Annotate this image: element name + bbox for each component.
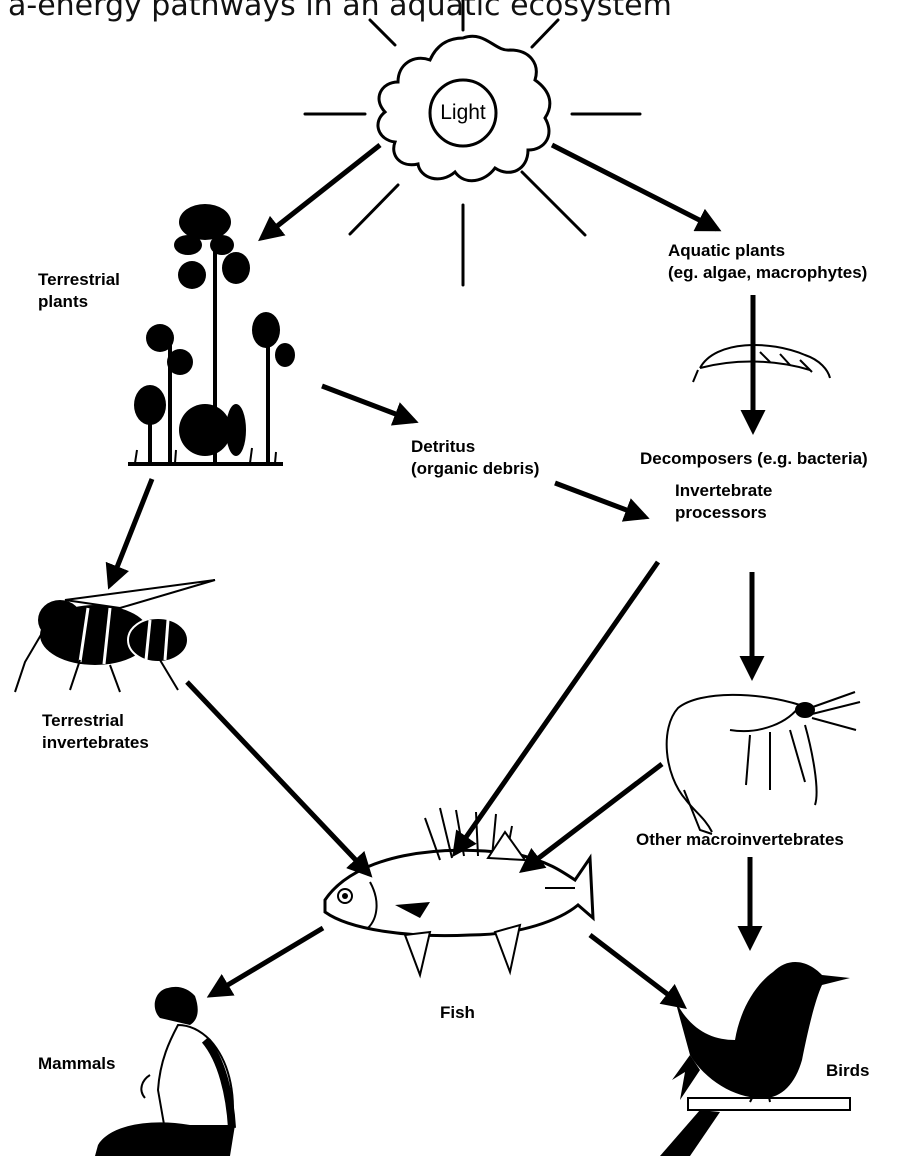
- arrow-fish-to-birds: [590, 935, 683, 1006]
- person-icon: [95, 987, 235, 1156]
- arrow-processors-to-fish: [455, 562, 658, 853]
- arrow-detritus-to-processors: [555, 483, 645, 517]
- arrow-fish-to-mammals: [211, 928, 323, 995]
- birds-label: Birds: [826, 1060, 869, 1082]
- arrow-plants-to-terrestrial-invertebrates: [110, 479, 152, 585]
- aquatic-plants-label: Aquatic plants(eg. algae, macrophytes): [668, 240, 867, 284]
- trees-icon: [128, 204, 295, 464]
- arrow-macroinvertebrates-to-fish: [523, 764, 662, 870]
- arrow-plants-to-detritus: [322, 386, 414, 421]
- wasp-icon: [15, 580, 215, 692]
- arrow-light-to-aquatic-plants: [552, 145, 717, 229]
- light-label: Light: [430, 93, 496, 133]
- shrimp-icon: [667, 692, 860, 834]
- sun-icon: [305, 0, 640, 285]
- amphipod-icon: [693, 345, 830, 382]
- bird-icon: [660, 962, 850, 1156]
- mammals-label: Mammals: [38, 1053, 115, 1075]
- arrow-light-to-terrestrial-plants: [262, 145, 380, 238]
- detritus-label: Detritus(organic debris): [411, 436, 539, 480]
- decomposers-label: Decomposers (e.g. bacteria): [640, 448, 868, 470]
- fish-label: Fish: [440, 1002, 475, 1024]
- fish-icon: [325, 808, 593, 975]
- other-macroinvertebrates-label: Other macroinvertebrates: [636, 829, 844, 851]
- arrow-terrestrial-invertebrates-to-fish: [187, 682, 369, 874]
